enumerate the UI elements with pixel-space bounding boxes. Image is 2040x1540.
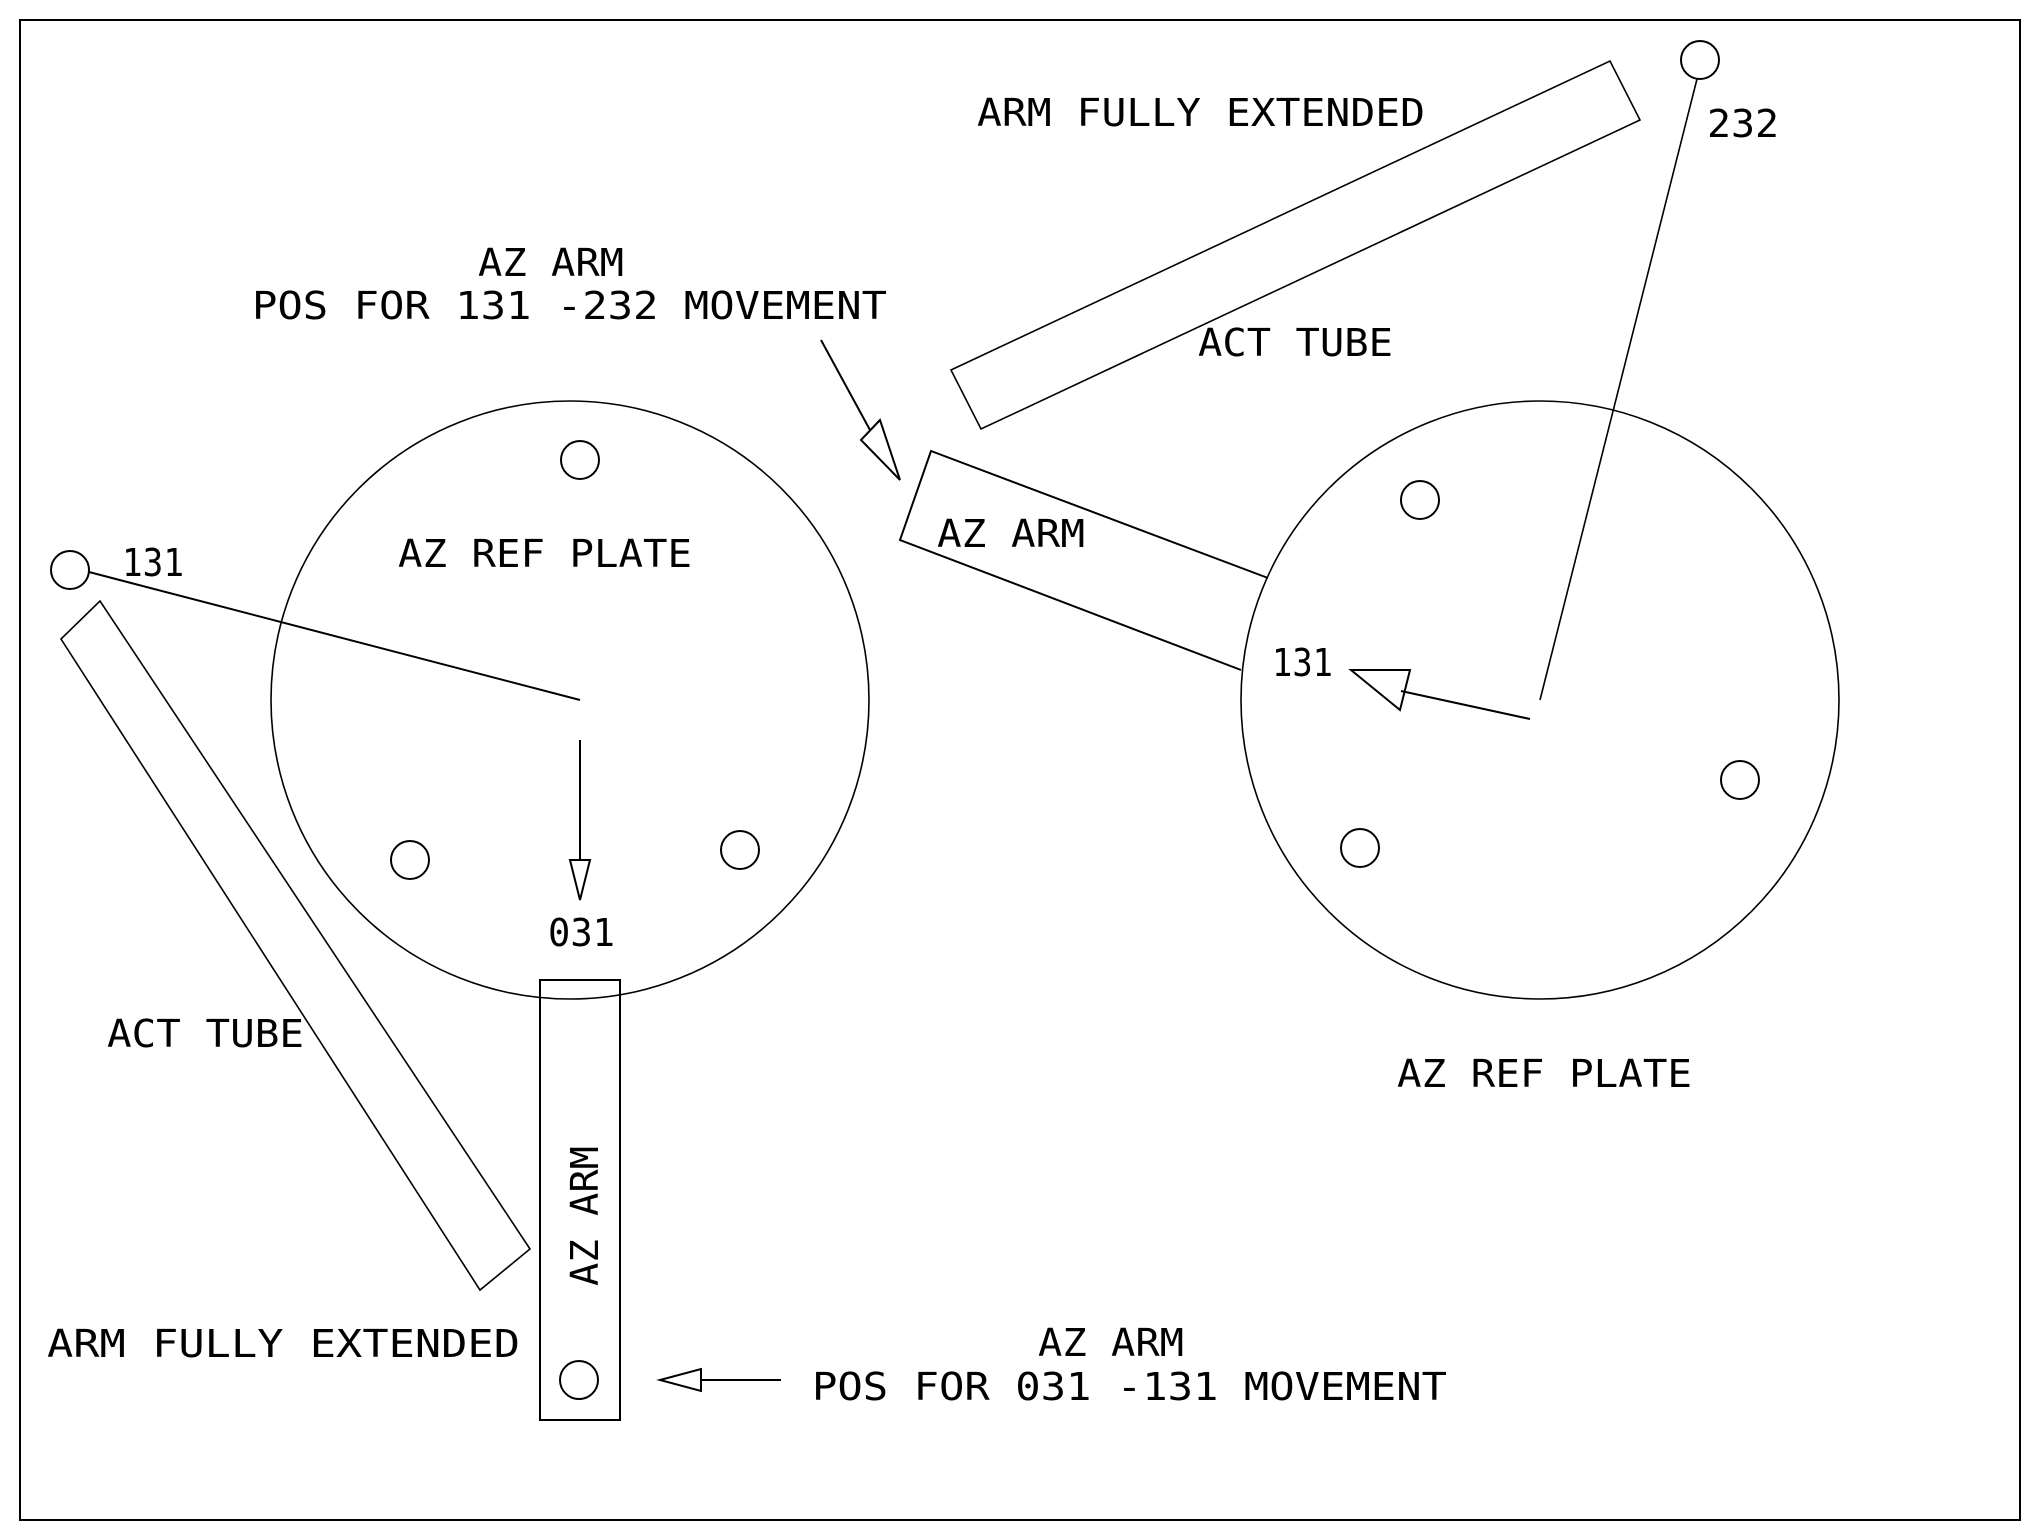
label-vertical-arm: AZ ARM <box>563 1146 607 1286</box>
left-plate-hole-lower-left <box>390 840 430 880</box>
label-pin-232: 232 <box>1707 102 1779 146</box>
label-pos-031: 031 <box>548 911 615 955</box>
drawing-border <box>19 19 2021 1521</box>
label-diagonal-arm: AZ ARM <box>937 512 1085 556</box>
label-bottom-arm-fully-extended: ARM FULLY EXTENDED <box>47 1322 520 1366</box>
down-arrow-head <box>568 859 592 901</box>
vertical-az-arm <box>539 979 621 1421</box>
right-arrow-head <box>1348 669 1412 712</box>
label-left-plate: AZ REF PLATE <box>398 532 692 576</box>
label-pos-131-right: 131 <box>1272 641 1333 685</box>
right-assembly <box>820 40 1840 1000</box>
right-plate-hole-right <box>1720 760 1760 800</box>
left-pin-131 <box>50 550 90 590</box>
label-top-az-arm-title: AZ ARM <box>478 241 624 285</box>
label-right-plate: AZ REF PLATE <box>1397 1052 1692 1096</box>
label-left-act-tube: ACT TUBE <box>107 1012 304 1056</box>
label-top-pos-caption: POS FOR 131 -232 MOVEMENT <box>252 284 887 328</box>
vertical-arm-pin <box>559 1360 599 1400</box>
left-arrow-head <box>656 1367 702 1393</box>
pointer-arrow-shaft <box>820 339 871 431</box>
label-bottom-az-arm-title: AZ ARM <box>1038 1321 1184 1365</box>
label-pin-131-left: 131 <box>122 541 184 585</box>
right-232-line <box>1539 78 1698 701</box>
left-assembly <box>50 400 870 1421</box>
right-arrow-shaft <box>1400 690 1531 720</box>
left-131-line <box>88 571 581 701</box>
label-bottom-pos-caption: POS FOR 031 -131 MOVEMENT <box>812 1365 1447 1409</box>
right-pin-232 <box>1680 40 1720 80</box>
left-plate-hole-lower-right <box>720 830 760 870</box>
right-az-ref-plate <box>1240 400 1840 1000</box>
label-top-act-tube: ACT TUBE <box>1198 321 1393 365</box>
left-act-tube <box>59 599 532 1292</box>
label-top-arm-fully-extended: ARM FULLY EXTENDED <box>977 91 1425 135</box>
left-plate-hole-top <box>560 440 600 480</box>
left-az-ref-plate <box>270 400 870 1000</box>
diagonal-az-arm <box>898 449 1269 671</box>
right-plate-hole-lower-left <box>1340 828 1380 868</box>
pointer-arrow-head <box>859 418 901 481</box>
right-plate-hole-top <box>1400 480 1440 520</box>
top-act-tube <box>949 59 1642 431</box>
